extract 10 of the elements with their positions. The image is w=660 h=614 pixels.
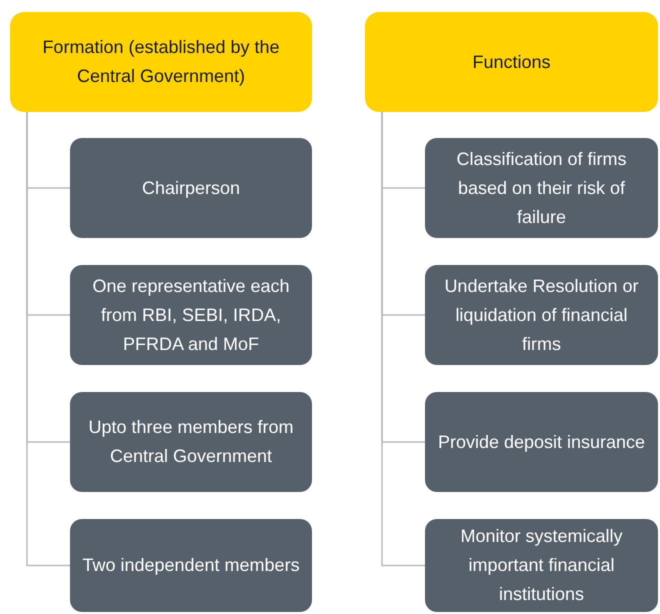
item-box: Upto three members from Central Government [70,392,312,492]
item-box: One representative each from RBI, SEBI, IRDA, PFRDA and MoF [70,265,312,365]
item-box: Two independent members [70,519,312,612]
item-box: Provide deposit insurance [425,392,658,492]
item-box: Classification of firms based on their risk of failure [425,138,658,238]
item-box: Chairperson [70,138,312,238]
header-box: Functions [365,12,658,112]
header-box: Formation (established by the Central Government) [10,12,312,112]
item-box: Undertake Resolution or liquidation of financial firms [425,265,658,365]
item-box: Monitor systemically important financial institutions [425,519,658,612]
